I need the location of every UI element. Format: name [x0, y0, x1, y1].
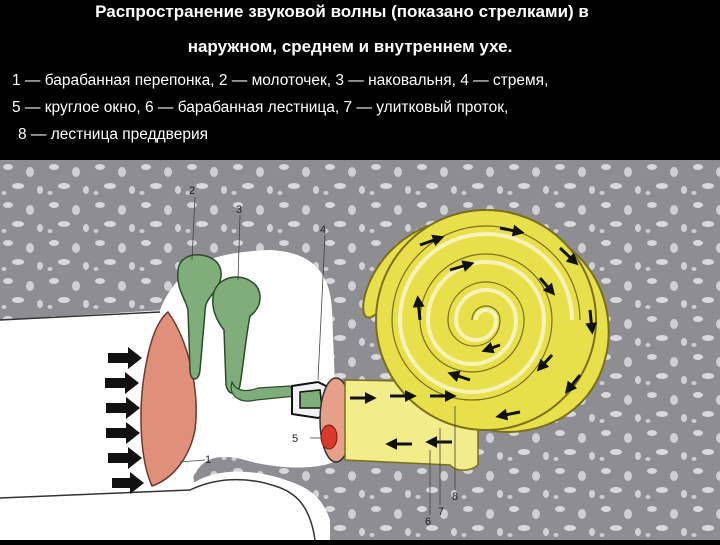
- label-3: 3: [236, 204, 242, 216]
- slide-title-line-2: наружном, среднем и внутреннем ухе.: [187, 37, 513, 56]
- label-5: 5: [292, 433, 298, 445]
- label-4: 4: [320, 224, 326, 236]
- label-2: 2: [189, 185, 195, 197]
- malleus: [177, 254, 222, 380]
- label-8: 8: [452, 491, 458, 503]
- round-window: [320, 424, 338, 450]
- legend-line-1: 1 — барабанная перепонка, 2 — молоточек,…: [12, 72, 549, 89]
- sound-wave-arrows: [105, 347, 144, 494]
- cochlear-turns: [397, 232, 574, 394]
- cochlea-flow-arrows: [412, 224, 598, 421]
- label-6: 6: [425, 516, 431, 528]
- duct-flow-arrows: [350, 390, 457, 450]
- label-1: 1: [205, 454, 211, 466]
- canal-floor: [0, 471, 330, 540]
- incus: [212, 276, 261, 394]
- cochlea-body: [375, 209, 597, 431]
- slide-header: Распространение звуковой волны (показано…: [0, 0, 720, 160]
- legend-line-3: 8 — лестница преддверия: [18, 126, 209, 143]
- ear-diagram: 2 3 4 1 5 6 7 8: [0, 160, 720, 541]
- label-7: 7: [438, 506, 444, 518]
- slide-title-line-1: Распространение звуковой волны (показано…: [95, 2, 589, 21]
- legend-line-2: 5 — круглое окно, 6 — барабанная лестниц…: [12, 99, 509, 116]
